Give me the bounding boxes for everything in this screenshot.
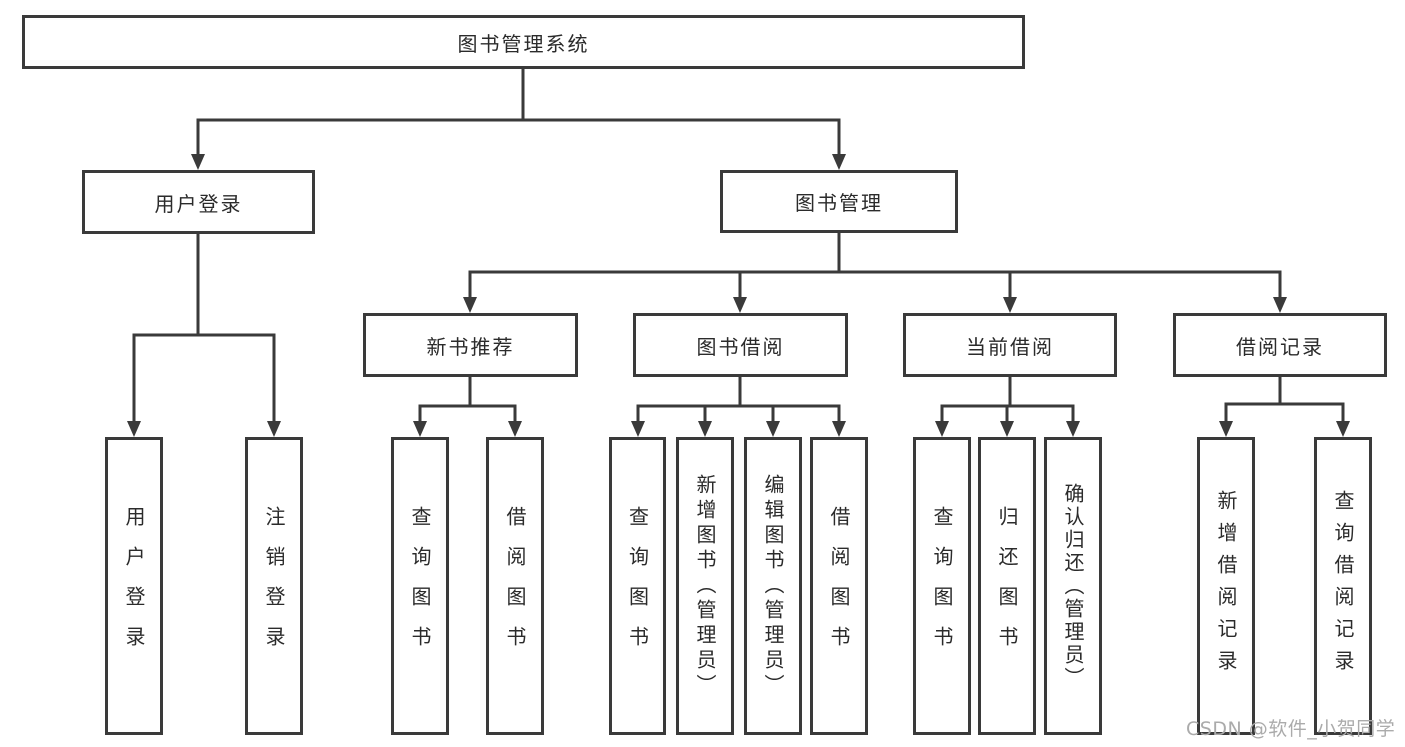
- node-current-borrow-label: 当前借阅: [966, 334, 1054, 359]
- node-root: 图书管理系统: [22, 15, 1025, 69]
- borrow-records-connectors: [1219, 375, 1350, 437]
- node-book-borrow: 图书借阅: [633, 313, 848, 377]
- node-book-mgmt-label: 图书管理: [795, 191, 883, 215]
- book-borrow-connectors: [631, 375, 846, 437]
- node-root-label: 图书管理系统: [457, 31, 590, 56]
- leaf-add-books-admin-label: 新增图书（管理员）: [693, 473, 717, 699]
- leaf-query-borrow-record-label: 查询借阅记录: [1331, 490, 1355, 682]
- node-book-mgmt: 图书管理: [720, 170, 958, 233]
- leaf-query-books-cb-label: 查询图书: [930, 506, 954, 666]
- node-borrow-records-label: 借阅记录: [1236, 334, 1324, 359]
- leaf-add-borrow-record-label: 新增借阅记录: [1214, 490, 1238, 682]
- node-user-login-label: 用户登录: [154, 191, 243, 216]
- leaf-edit-books-admin-label: 编辑图书（管理员）: [761, 473, 785, 699]
- leaf-borrow-books-bb-label: 借阅图书: [827, 506, 851, 666]
- leaf-query-books-bb: 查询图书: [609, 437, 666, 735]
- root-connectors: [191, 67, 846, 170]
- node-new-book-rec: 新书推荐: [363, 313, 578, 377]
- leaf-query-books-rec-label: 查询图书: [408, 506, 432, 666]
- leaf-query-borrow-record: 查询借阅记录: [1314, 437, 1372, 735]
- leaf-user-login: 用户登录: [105, 437, 163, 735]
- user-login-connectors: [127, 232, 281, 437]
- leaf-query-books-bb-label: 查询图书: [625, 506, 650, 666]
- node-new-book-rec-label: 新书推荐: [426, 334, 515, 359]
- new-book-rec-connectors: [413, 375, 522, 437]
- leaf-borrow-books-rec-label: 借阅图书: [503, 506, 527, 666]
- leaf-add-books-admin: 新增图书（管理员）: [676, 437, 734, 735]
- leaf-edit-books-admin: 编辑图书（管理员）: [744, 437, 802, 735]
- node-borrow-records: 借阅记录: [1173, 313, 1387, 377]
- leaf-query-books-rec: 查询图书: [391, 437, 449, 735]
- leaf-query-books-cb: 查询图书: [913, 437, 971, 735]
- leaf-confirm-return-admin-label: 确认归还（管理员）: [1061, 482, 1085, 690]
- leaf-confirm-return-admin: 确认归还（管理员）: [1044, 437, 1102, 735]
- node-current-borrow: 当前借阅: [903, 313, 1117, 377]
- current-borrow-connectors: [935, 375, 1080, 437]
- leaf-return-books-label: 归还图书: [995, 506, 1019, 666]
- leaf-borrow-books-rec: 借阅图书: [486, 437, 544, 735]
- leaf-user-login-label: 用户登录: [122, 506, 146, 666]
- leaf-logout: 注销登录: [245, 437, 303, 735]
- leaf-logout-label: 注销登录: [262, 506, 286, 666]
- book-mgmt-connectors: [463, 231, 1287, 313]
- node-user-login: 用户登录: [82, 170, 315, 234]
- leaf-add-borrow-record: 新增借阅记录: [1197, 437, 1255, 735]
- leaf-return-books: 归还图书: [978, 437, 1036, 735]
- node-book-borrow-label: 图书借阅: [696, 334, 785, 359]
- csdn-watermark: CSDN @软件_小贺同学: [1186, 718, 1396, 740]
- leaf-borrow-books-bb: 借阅图书: [810, 437, 868, 735]
